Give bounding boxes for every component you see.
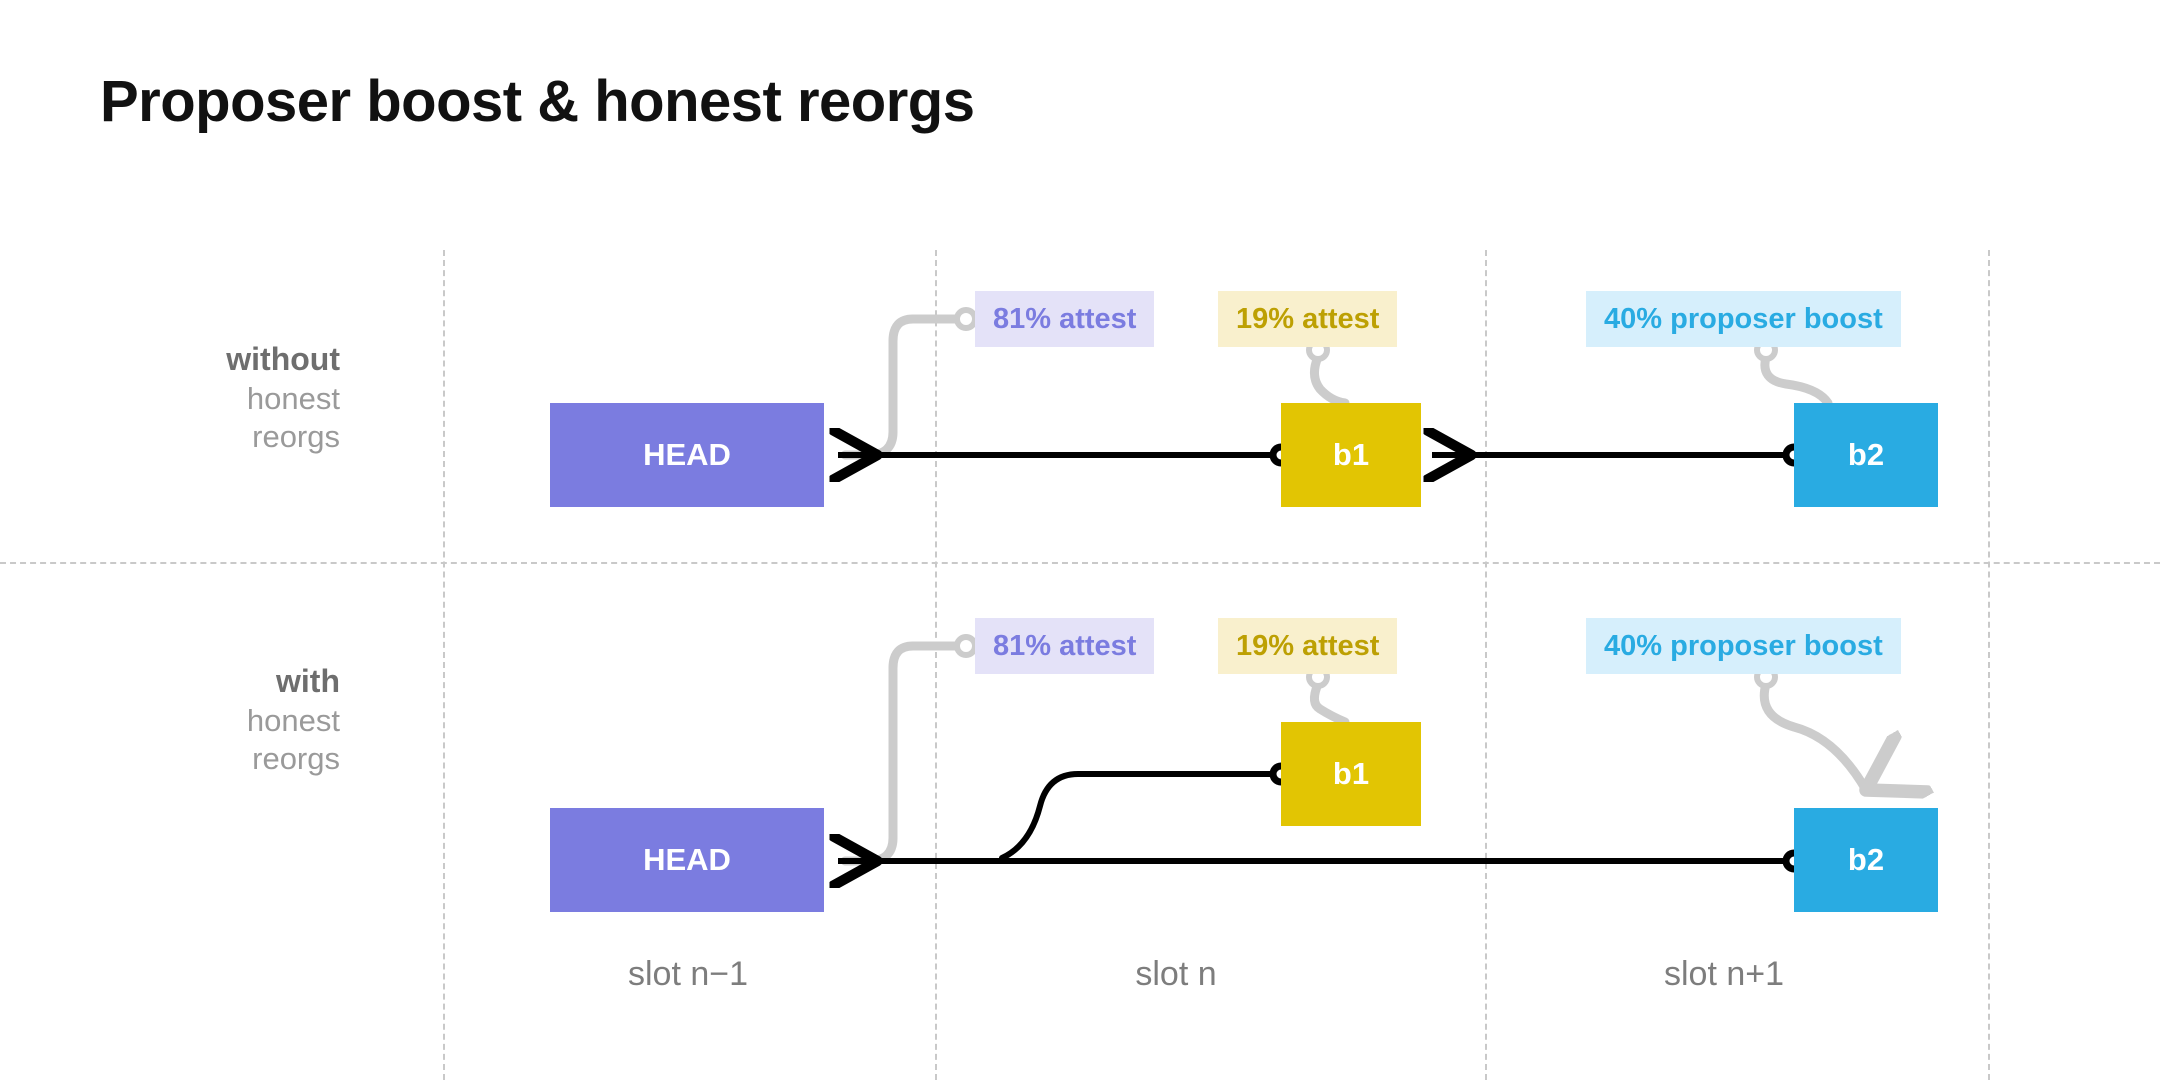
slot-label-next: slot n+1 [1663, 955, 1785, 993]
slot-label-current: slot n [1135, 955, 1217, 993]
connector-boost40-bot [1754, 665, 1866, 790]
slot-label-prev: slot n−1 [627, 955, 749, 993]
chain-arrow-b1-to-head-top [838, 447, 1293, 463]
connector-attest81-top [840, 307, 978, 460]
block-b2-with[interactable]: b2 [1794, 808, 1938, 912]
row-label-without-line3: reorgs [252, 419, 340, 455]
row-label-without-strong: without [226, 341, 340, 377]
connector-attest81-bot [840, 634, 978, 866]
badge-attest-19-with: 19% attest [1218, 618, 1398, 674]
slot-divider-line-4 [1988, 250, 1990, 1080]
slot-divider-line-1 [443, 250, 445, 1080]
row-label-with-strong: with [276, 663, 340, 699]
block-head-without[interactable]: HEAD [550, 403, 824, 507]
block-head-with[interactable]: HEAD [550, 808, 824, 912]
page-title: Proposer boost & honest reorgs [100, 69, 975, 134]
connector-attest19-top [1306, 338, 1350, 408]
row-label-with: with honest reorgs [40, 662, 340, 779]
connector-boost40-top [1754, 338, 1833, 408]
block-b1-without-label: b1 [1332, 437, 1370, 472]
block-b2-with-label: b2 [1847, 842, 1885, 877]
slot-divider-line-2 [935, 250, 937, 1080]
block-b2-without-label: b2 [1847, 437, 1885, 472]
block-b1-with-label: b1 [1332, 756, 1370, 791]
connector-attest19-bot [1306, 665, 1350, 727]
row-label-with-line2: honest [246, 702, 340, 738]
block-b1-with[interactable]: b1 [1281, 722, 1421, 826]
block-head-with-label: HEAD [643, 842, 731, 877]
badge-attest-19-without: 19% attest [1218, 291, 1398, 347]
row-label-without-line2: honest [246, 380, 340, 416]
chain-arrow-b2-to-b1-top [1432, 447, 1806, 463]
block-head-without-label: HEAD [643, 437, 731, 472]
chain-arrow-b2-to-head-bot [838, 853, 1806, 869]
row-divider-line [0, 562, 2160, 564]
chain-branch-b1-orphan-bot [999, 762, 1293, 861]
block-b1-without[interactable]: b1 [1281, 403, 1421, 507]
badge-attest-81-with: 81% attest [975, 618, 1155, 674]
row-label-with-line3: reorgs [252, 741, 340, 777]
badge-proposer-boost-40-with: 40% proposer boost [1586, 618, 1901, 674]
row-label-without: without honest reorgs [40, 340, 340, 457]
badge-proposer-boost-40-without: 40% proposer boost [1586, 291, 1901, 347]
slot-divider-line-3 [1485, 250, 1487, 1080]
badge-attest-81-without: 81% attest [975, 291, 1155, 347]
block-b2-without[interactable]: b2 [1794, 403, 1938, 507]
